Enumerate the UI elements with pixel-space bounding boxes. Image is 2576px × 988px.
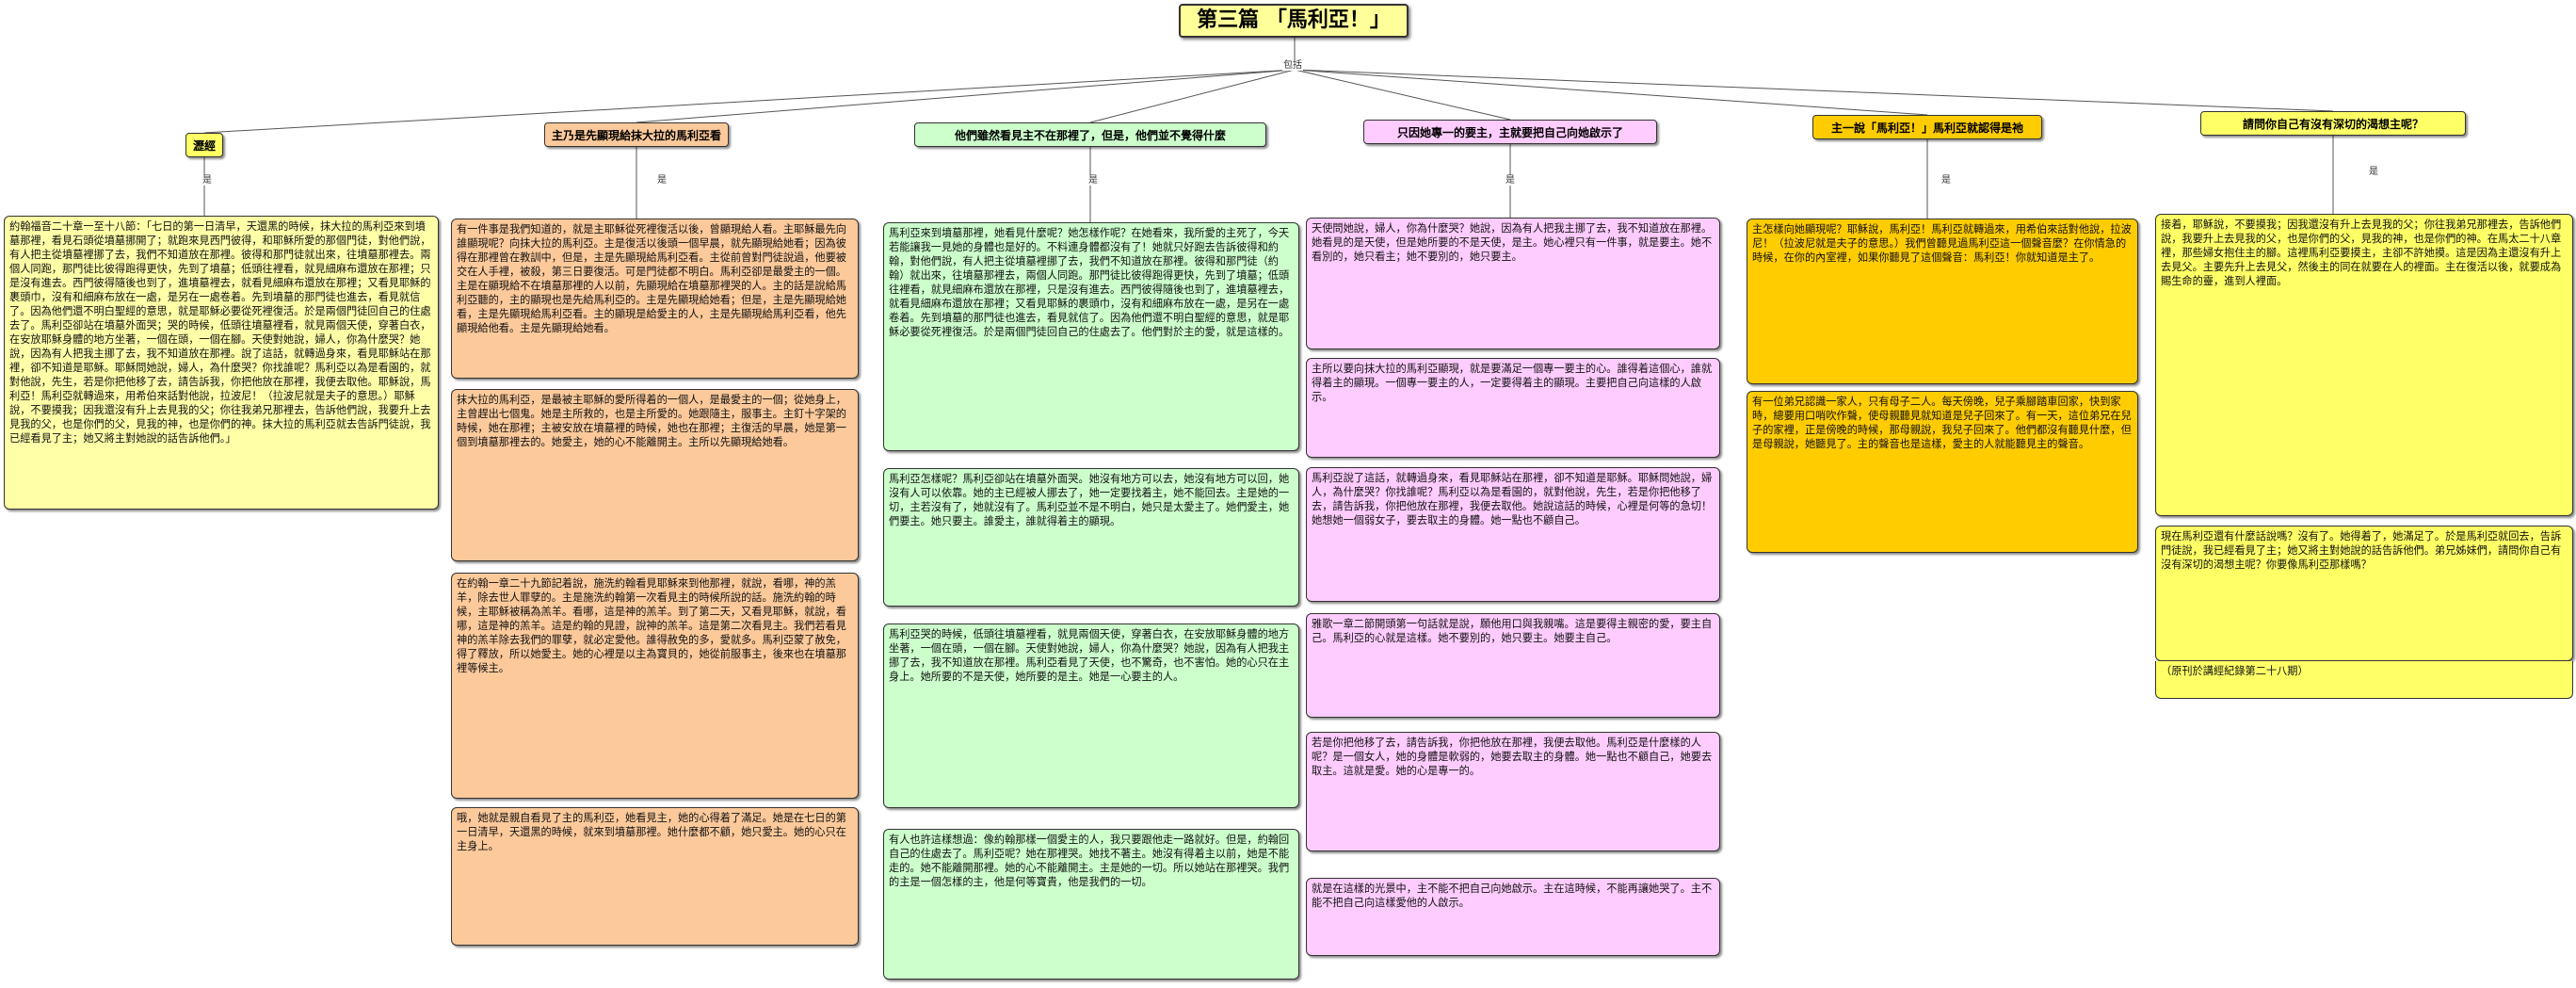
is-label-2: 是 xyxy=(656,175,668,186)
note-single-minded-5: 若是你把他移了去，請告訴我，你把他放在那裡，我便去取他。馬利亞是什麼樣的人呢？是… xyxy=(1306,732,1720,851)
note-single-minded-6: 就是在這樣的光景中，主不能不把自己向她啟示。主在這時候，不能再讓她哭了。主不能不… xyxy=(1306,878,1720,956)
note-longing-source: （原刊於講經紀錄第二十八期） xyxy=(2155,661,2573,699)
is-label-3: 是 xyxy=(1087,175,1099,186)
note-single-minded-3: 馬利亞說了這話，就轉過身來，看見耶穌站在那裡，卻不知道是耶穌。耶穌問她說，婦人，… xyxy=(1306,467,1720,602)
is-label-5: 是 xyxy=(1940,175,1952,186)
note-disciples-1: 馬利亞來到墳墓那裡，她看見什麼呢？她怎樣作呢？在她看來，我所愛的主死了，今天若能… xyxy=(883,222,1299,451)
branch-header-first-appearance: 主乃是先顯現給抹大拉的馬利亞看 xyxy=(544,122,729,147)
branch-link-2 xyxy=(636,69,1296,123)
branch-link-4 xyxy=(1294,69,1511,121)
note-single-minded-4: 雅歌一章二節開頭第一句話就是說，願他用口與我親嘴。這是要得主親密的愛，要主自己。… xyxy=(1306,613,1720,718)
note-recognized-1: 主怎樣向她顯現呢？耶穌說，馬利亞！馬利亞就轉過來，用希伯來話對他說，拉波尼！（拉… xyxy=(1747,219,2138,384)
note-disciples-2: 馬利亞怎樣呢？馬利亞卻站在墳墓外面哭。她沒有地方可以去，她沒有地方可以回，她沒有… xyxy=(883,468,1299,607)
branch-link-6 xyxy=(1294,69,2334,112)
branch-header-single-minded: 只因她專一的要主，主就要把自己向她啟示了 xyxy=(1363,120,1657,144)
is-label-1: 是 xyxy=(201,175,213,186)
branch-link-3 xyxy=(1089,69,1296,123)
note-longing-1: 接着，耶穌說，不要摸我；因我還沒有升上去見我的父；你往我弟兄那裡去，告訴他們說，… xyxy=(2155,214,2573,516)
branch-header-recognized: 主一說「馬利亞！」馬利亞就認得是祂 xyxy=(1812,115,2042,139)
branch-link-5 xyxy=(1294,69,1928,116)
note-first-appearance-4: 哦，她就是親自看見了主的馬利亞，她看見主，她的心得着了滿足。她是在七日的第一日清… xyxy=(451,807,859,946)
note-first-appearance-3: 在約翰一章二十九節記着說，施洗約翰看見耶穌來到他那裡，就說，看哪，神的羔羊，除去… xyxy=(451,573,859,799)
note-disciples-4: 有人也許這樣想過：像約翰那樣一個愛主的人，我只要跟他走一路就好。但是，約翰回自己… xyxy=(883,829,1299,980)
note-first-appearance-2: 抹大拉的馬利亞，是最被主耶穌的愛所得着的一個人，是最愛主的一個；從她身上，主曾趕… xyxy=(451,389,859,561)
is-label-6: 是 xyxy=(2368,167,2379,177)
note-disciples-3: 馬利亞哭的時候，低頭往墳墓裡看，就見兩個天使，穿著白衣，在安放耶穌身體的地方坐著… xyxy=(883,624,1299,808)
branch-header-longing: 請問你自己有沒有深切的渴想主呢？ xyxy=(2200,111,2466,136)
branch-header-scripture: 瀝經 xyxy=(185,133,223,157)
note-single-minded-1: 天使問她說，婦人，你為什麼哭？她說，因為有人把我主挪了去，我不知道放在那裡。她看… xyxy=(1306,218,1720,349)
branch-header-disciples: 他們雖然看見主不在那裡了，但是，他們並不覺得什麼 xyxy=(914,122,1266,147)
note-recognized-2: 有一位弟兄認識一家人，只有母子二人。每天傍晚，兒子乘腳踏車回家，快到家時，總要用… xyxy=(1747,391,2138,553)
note-longing-2: 現在馬利亞還有什麼話說嗎？沒有了。她得着了，她滿足了。於是馬利亞就回去，告訴門徒… xyxy=(2155,526,2573,661)
note-single-minded-2: 主所以要向抹大拉的馬利亞顯現，就是要滿足一個專一要主的心。誰得着這個心，誰就得着… xyxy=(1306,358,1720,458)
includes-label: 包括 xyxy=(1282,60,1303,71)
note-first-appearance-1: 有一件事是我們知道的，就是主耶穌從死裡復活以後，曾顯現給人看。主耶穌最先向誰顯現… xyxy=(451,219,859,379)
root-title-node: 第三篇 「馬利亞！」 xyxy=(1179,4,1409,38)
note-scripture: 約翰福音二十章一至十八節：「七日的第一日清早，天還黑的時候，抹大拉的馬利亞來到墳… xyxy=(4,216,439,510)
is-label-4: 是 xyxy=(1505,175,1516,186)
